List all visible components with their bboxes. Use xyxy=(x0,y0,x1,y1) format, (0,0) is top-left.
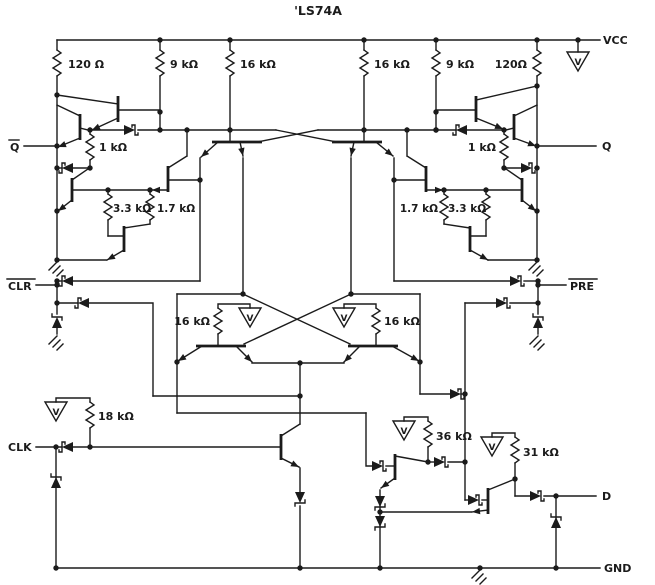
ground-icon xyxy=(529,335,545,351)
schematic-title: 'LS74A xyxy=(294,3,342,18)
svg-text:1.7 kΩ: 1.7 kΩ xyxy=(400,203,438,215)
clamp-diode-icon xyxy=(532,313,544,329)
svg-text:1 kΩ: 1 kΩ xyxy=(468,141,497,154)
vcc-pin-label: VCC xyxy=(603,34,628,47)
resistor-16k-right: 16 kΩ xyxy=(359,39,410,143)
resistor-9k-right: 9 kΩ xyxy=(431,39,475,131)
svg-text:9 kΩ: 9 kΩ xyxy=(170,58,199,71)
resistor-120ohm-left: 120 Ω xyxy=(52,39,105,96)
d-pin-label: D xyxy=(602,490,611,503)
schottky-diode-icon xyxy=(371,460,387,472)
vcc-rail: VCC V xyxy=(56,34,628,72)
clr-input: CLR xyxy=(6,275,201,397)
resistor-3k3-right: 3.3 kΩ xyxy=(448,189,491,237)
svg-text:16 kΩ: 16 kΩ xyxy=(240,58,276,71)
svg-text:V: V xyxy=(53,408,60,418)
svg-text:3.3 kΩ: 3.3 kΩ xyxy=(113,203,151,215)
svg-text:16 kΩ: 16 kΩ xyxy=(374,58,410,71)
ground-icon xyxy=(528,261,544,277)
d-input-stage: V 36 kΩ V 31 kΩ D xyxy=(365,412,611,569)
svg-text:V: V xyxy=(575,58,582,68)
schottky-diode-icon xyxy=(520,162,536,174)
svg-text:31 kΩ: 31 kΩ xyxy=(523,446,559,459)
svg-text:V: V xyxy=(489,443,496,453)
svg-text:16 kΩ: 16 kΩ xyxy=(174,315,210,328)
gnd-rail: GND xyxy=(53,562,631,585)
clamp-diode-icon xyxy=(51,313,63,329)
svg-text:16 kΩ: 16 kΩ xyxy=(384,315,420,328)
q-pin-label: Q xyxy=(602,140,611,153)
schottky-diode-icon xyxy=(433,456,449,468)
svg-text:V: V xyxy=(401,427,408,437)
svg-text:1 kΩ: 1 kΩ xyxy=(99,141,128,154)
q-output-stage: 1 kΩ Q 3.3 kΩ 1.7 kΩ xyxy=(391,83,611,277)
clk-input: V 18 kΩ CLK xyxy=(8,397,306,569)
schottky-diode-icon xyxy=(467,494,483,506)
clk-pin-label: CLK xyxy=(8,441,32,454)
resistor-36k: V 36 kΩ xyxy=(392,416,472,463)
pre-input: PRE xyxy=(393,275,598,501)
svg-text:3.3 kΩ: 3.3 kΩ xyxy=(448,203,486,215)
master-latch xyxy=(89,124,505,295)
resistor-18k: 18 kΩ xyxy=(85,401,134,448)
ground-icon xyxy=(471,569,487,585)
schottky-diode-icon xyxy=(123,124,139,136)
resistor-1k7-right: 1.7 kΩ xyxy=(400,189,449,225)
resistor-31k: V 31 kΩ xyxy=(480,432,559,497)
svg-text:9 kΩ: 9 kΩ xyxy=(446,58,475,71)
schottky-diode-icon xyxy=(495,297,511,309)
qbar-pin-label: Q xyxy=(10,141,19,154)
ground-icon xyxy=(48,335,64,351)
svg-text:36 kΩ: 36 kΩ xyxy=(436,430,472,443)
resistor-9k-left: 9 kΩ xyxy=(155,39,199,131)
resistor-3k3-left: 3.3 kΩ xyxy=(103,189,151,237)
svg-text:V: V xyxy=(247,314,254,324)
schottky-diode-icon xyxy=(509,275,525,287)
resistor-16k-left: 16 kΩ xyxy=(225,39,276,143)
series-diode-icon xyxy=(294,491,306,507)
resistor-1k-left: 1 kΩ xyxy=(85,129,128,169)
resistor-1k-right: 1 kΩ xyxy=(468,129,509,169)
gnd-pin-label: GND xyxy=(604,562,631,575)
clk-vclamp-icon: V xyxy=(44,401,68,422)
svg-text:18 kΩ: 18 kΩ xyxy=(98,410,134,423)
slave-latch: V 16 kΩ V 16 kΩ xyxy=(152,291,466,425)
qbar-output-stage: 1 kΩ Q 3.3 kΩ 1.7 kΩ xyxy=(8,92,203,277)
svg-text:120Ω: 120Ω xyxy=(495,58,528,71)
svg-text:120 Ω: 120 Ω xyxy=(68,58,105,71)
svg-text:V: V xyxy=(341,314,348,324)
resistor-120ohm-right: 120Ω xyxy=(495,39,542,87)
schottky-diode-icon xyxy=(529,490,545,502)
clr-pin-label: CLR xyxy=(8,280,32,293)
resistor-1k7-left: 1.7 kΩ xyxy=(145,189,195,225)
svg-text:1.7 kΩ: 1.7 kΩ xyxy=(157,203,195,215)
pre-pin-label: PRE xyxy=(570,280,594,293)
ground-icon xyxy=(48,261,64,277)
resistor-16k-latch-right: V 16 kΩ xyxy=(332,303,420,347)
vcc-clamp-icon: V xyxy=(566,51,590,72)
resistor-16k-latch-left: V 16 kΩ xyxy=(174,303,262,347)
